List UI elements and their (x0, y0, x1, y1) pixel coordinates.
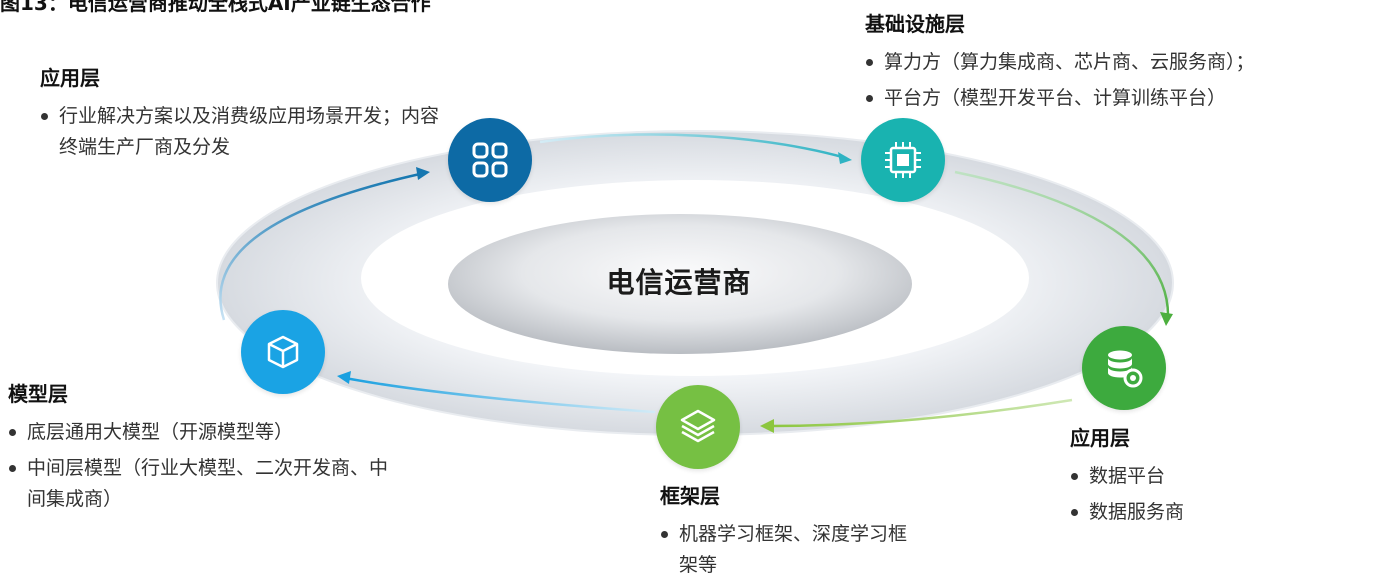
list-item: 机器学习框架、深度学习框架等 (660, 519, 910, 581)
model-layer-block: 模型层 底层通用大模型（开源模型等） 中间层模型（行业大模型、二次开发商、中间集… (8, 378, 388, 520)
app-layer-list: 行业解决方案以及消费级应用场景开发；内容终端生产厂商及分发 (40, 101, 440, 163)
app-layer-node (448, 118, 532, 202)
list-item: 数据平台 (1070, 461, 1290, 492)
arc-bottom (769, 398, 1073, 428)
cpu-chip-icon (881, 138, 925, 182)
list-item: 平台方（模型开发平台、计算训练平台） (865, 83, 1385, 114)
list-item: 行业解决方案以及消费级应用场景开发；内容终端生产厂商及分发 (40, 101, 440, 163)
arrow-top (838, 152, 852, 164)
database-gear-icon (1102, 346, 1146, 390)
arc-right (954, 170, 1170, 319)
model-layer-title: 模型层 (8, 382, 68, 406)
list-item: 中间层模型（行业大模型、二次开发商、中间集成商） (8, 453, 388, 515)
arrow-bottom-left (337, 371, 351, 384)
arrow-bottom (760, 419, 774, 433)
data-layer-title: 应用层 (1070, 426, 1130, 450)
app-layer-title: 应用层 (40, 66, 100, 90)
arrow-right (1160, 312, 1173, 326)
figure-title: 图13：电信运营商推动全栈式AI产业链生态合作 (0, 0, 431, 15)
model-layer-node (241, 310, 325, 394)
cube-icon (263, 332, 303, 372)
framework-layer-list: 机器学习框架、深度学习框架等 (660, 519, 910, 581)
arc-left (219, 172, 421, 321)
model-layer-list: 底层通用大模型（开源模型等） 中间层模型（行业大模型、二次开发商、中间集成商） (8, 417, 388, 515)
data-layer-block: 应用层 数据平台 数据服务商 (1070, 422, 1290, 533)
center-core (448, 214, 912, 354)
data-layer-node (1082, 326, 1166, 410)
center-label: 电信运营商 (606, 266, 752, 299)
layers-stack-icon (676, 405, 720, 449)
app-grid-icon (470, 140, 510, 180)
data-layer-list: 数据平台 数据服务商 (1070, 461, 1290, 528)
infra-layer-list: 算力方（算力集成商、芯片商、云服务商）； 平台方（模型开发平台、计算训练平台） (865, 47, 1385, 114)
list-item: 数据服务商 (1070, 497, 1290, 528)
framework-layer-title: 框架层 (660, 484, 720, 508)
arc-top (539, 133, 847, 160)
app-layer-block: 应用层 行业解决方案以及消费级应用场景开发；内容终端生产厂商及分发 (40, 62, 440, 168)
list-item: 算力方（算力集成商、芯片商、云服务商）； (865, 47, 1385, 78)
arc-bottom-left (344, 376, 656, 414)
arrow-left (416, 167, 430, 180)
framework-layer-node (656, 385, 740, 469)
infra-layer-block: 基础设施层 算力方（算力集成商、芯片商、云服务商）； 平台方（模型开发平台、计算… (865, 8, 1385, 119)
framework-layer-block: 框架层 机器学习框架、深度学习框架等 (660, 480, 910, 586)
infra-layer-node (861, 118, 945, 202)
infra-layer-title: 基础设施层 (865, 12, 965, 36)
list-item: 底层通用大模型（开源模型等） (8, 417, 388, 448)
